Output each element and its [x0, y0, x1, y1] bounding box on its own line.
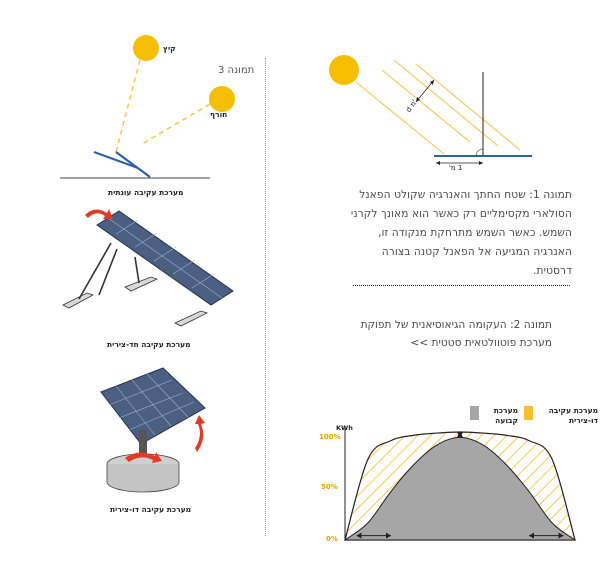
legend-label-dual: מערכת עקיבה דו-צירית	[548, 406, 598, 425]
tracker-feet	[62, 242, 209, 327]
legend-swatch-fixed	[470, 406, 479, 420]
figure1-caption: תמונה 1: שטח החתך והאנרגיה שקולט הפאנל ה…	[350, 189, 572, 277]
winter-panel	[115, 151, 151, 178]
ytick-0: 0%	[326, 535, 338, 543]
horizontal-rotation-arrow-icon	[125, 452, 162, 463]
dual-axis-caption: מערכת עקיבה דו-צירית	[110, 505, 192, 514]
d-marker	[415, 79, 435, 103]
figure3-label: תמונה 3	[218, 65, 255, 76]
summer-label: קיץ	[163, 44, 176, 53]
dual-panel-grid	[100, 367, 206, 445]
vertical-rotation-arrow-icon	[195, 415, 205, 452]
gap-arrowhead-left-1	[356, 532, 362, 539]
gap-arrowhead-right-1	[386, 532, 391, 539]
ytick-50: 50%	[321, 483, 338, 491]
panel-grid	[96, 210, 234, 306]
sun-icon	[329, 55, 359, 85]
summer-sun-icon	[133, 35, 159, 61]
legend-label-fixed: מערכת קבועה	[493, 406, 518, 425]
figure1-diagram	[329, 55, 532, 165]
label-1m: 1 מ'	[449, 164, 463, 172]
sun-ray-2	[381, 69, 471, 143]
winter-label: חורף	[210, 110, 228, 119]
vertical-divider	[265, 58, 266, 536]
gap-arrowhead-left-2	[529, 532, 534, 539]
peak-arrowhead-bottom	[457, 432, 463, 438]
sun-ray-4	[415, 63, 521, 151]
legend-swatch-dual	[524, 406, 533, 420]
ytick-100: 100%	[319, 433, 341, 441]
rotation-arrow-icon	[85, 209, 113, 219]
seasonal-tracking-diagram	[60, 35, 235, 179]
gap-arrowhead-right-2	[558, 532, 564, 539]
single-axis-tracker-illustration	[62, 209, 234, 327]
sun-ray-3	[393, 59, 499, 147]
horizontal-divider	[353, 285, 570, 286]
seasonal-caption: מערכת עקיבה עונתית	[108, 188, 184, 197]
dual-axis-tracker-illustration	[100, 367, 206, 493]
summer-panel	[93, 150, 139, 170]
sun-ray-1	[355, 81, 445, 155]
series-fixed-area	[343, 436, 577, 541]
y-axis-label: KWh	[336, 424, 353, 432]
winter-sun-icon	[209, 86, 235, 112]
figure2-caption: תמונה 2: העקומה הגיאוסיאנית של תפוקת מער…	[360, 319, 552, 349]
single-axis-caption: מערכת עקיבה חד-צירית	[107, 340, 191, 349]
